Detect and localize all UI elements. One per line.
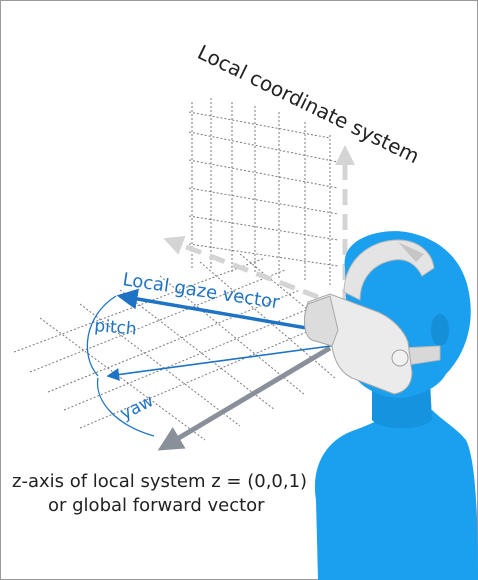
person-ear bbox=[431, 314, 449, 346]
z-axis-label-line1: z-axis of local system z = (0,0,1) bbox=[12, 471, 307, 492]
vr-headset bbox=[304, 239, 441, 395]
yaw-label: yaw bbox=[117, 391, 157, 424]
pitch-arc bbox=[86, 295, 117, 377]
yaw-arc bbox=[96, 377, 155, 437]
local-coordinate-system-label: Local coordinate system bbox=[194, 40, 423, 168]
pitch-label: pitch bbox=[94, 316, 138, 340]
local-gaze-vector-arrow bbox=[116, 288, 331, 334]
vertical-grid-plane bbox=[188, 98, 339, 286]
headset-strap-arrow bbox=[398, 242, 424, 262]
projected-gaze-vector bbox=[106, 344, 339, 381]
headset-visor-front bbox=[304, 295, 339, 347]
local-x-axis bbox=[163, 235, 319, 300]
z-axis-label-line2: or global forward vector bbox=[48, 495, 265, 516]
person-body bbox=[314, 410, 478, 580]
z-axis-arrow bbox=[157, 345, 332, 451]
headset-knob bbox=[391, 349, 409, 367]
person-avatar bbox=[314, 231, 478, 580]
